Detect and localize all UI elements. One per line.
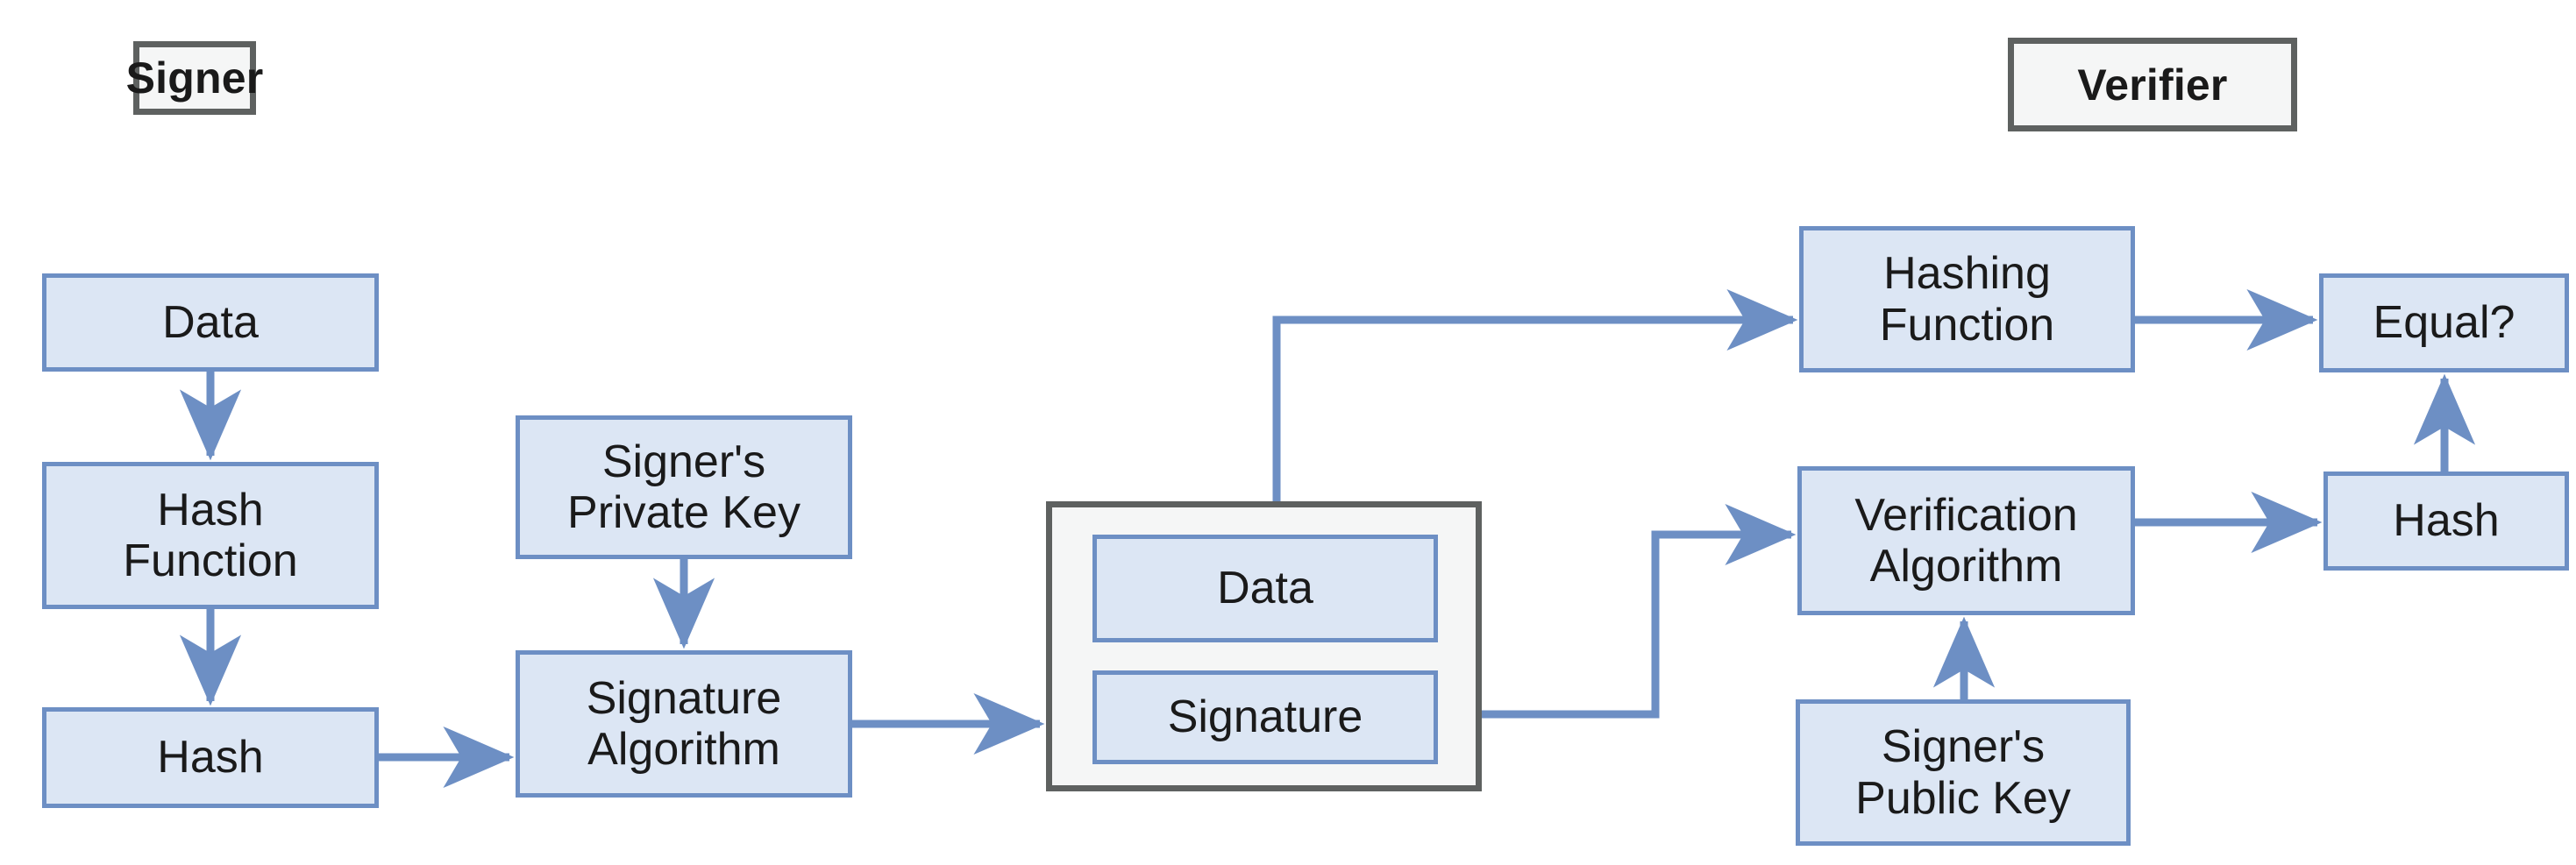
node-signers-private-key-label: Signer's Private Key xyxy=(567,436,801,538)
node-hash-right-label: Hash xyxy=(2393,495,2500,547)
node-signature-algorithm-label: Signature Algorithm xyxy=(586,672,782,775)
node-verification-algorithm-label: Verification Algorithm xyxy=(1854,489,2078,592)
node-hash-left-label: Hash xyxy=(157,732,264,783)
node-equal-question-label: Equal? xyxy=(2373,297,2516,349)
node-signature-packet[interactable]: Signature xyxy=(1092,670,1438,764)
node-data-packet[interactable]: Data xyxy=(1092,535,1438,642)
node-data-packet-label: Data xyxy=(1217,563,1313,614)
node-verification-algorithm[interactable]: Verification Algorithm xyxy=(1797,466,2135,615)
edge-packet-signature-to-verification-algorithm xyxy=(1438,503,1797,719)
node-hash-function-label: Hash Function xyxy=(123,484,298,586)
node-hashing-function[interactable]: Hashing Function xyxy=(1799,226,2135,372)
node-data-left-label: Data xyxy=(162,296,259,348)
role-label-signer: Signer xyxy=(126,41,263,115)
node-hash-function[interactable]: Hash Function xyxy=(42,462,379,609)
node-data-left[interactable]: Data xyxy=(42,273,379,372)
role-label-verifier-text: Verifier xyxy=(2077,60,2228,110)
role-label-signer-text: Signer xyxy=(125,53,264,103)
node-signers-public-key-label: Signer's Public Key xyxy=(1855,721,2071,824)
node-hash-left[interactable]: Hash xyxy=(42,707,379,808)
node-signers-private-key[interactable]: Signer's Private Key xyxy=(516,415,852,559)
edge-packet-data-to-hashing-function xyxy=(1272,288,1798,501)
node-hash-right[interactable]: Hash xyxy=(2323,471,2569,571)
node-equal-question[interactable]: Equal? xyxy=(2319,273,2569,372)
role-label-verifier: Verifier xyxy=(2008,38,2297,131)
node-signature-packet-label: Signature xyxy=(1167,691,1363,743)
node-signers-public-key[interactable]: Signer's Public Key xyxy=(1796,699,2131,846)
node-signature-algorithm[interactable]: Signature Algorithm xyxy=(516,650,852,798)
node-hashing-function-label: Hashing Function xyxy=(1879,248,2055,351)
